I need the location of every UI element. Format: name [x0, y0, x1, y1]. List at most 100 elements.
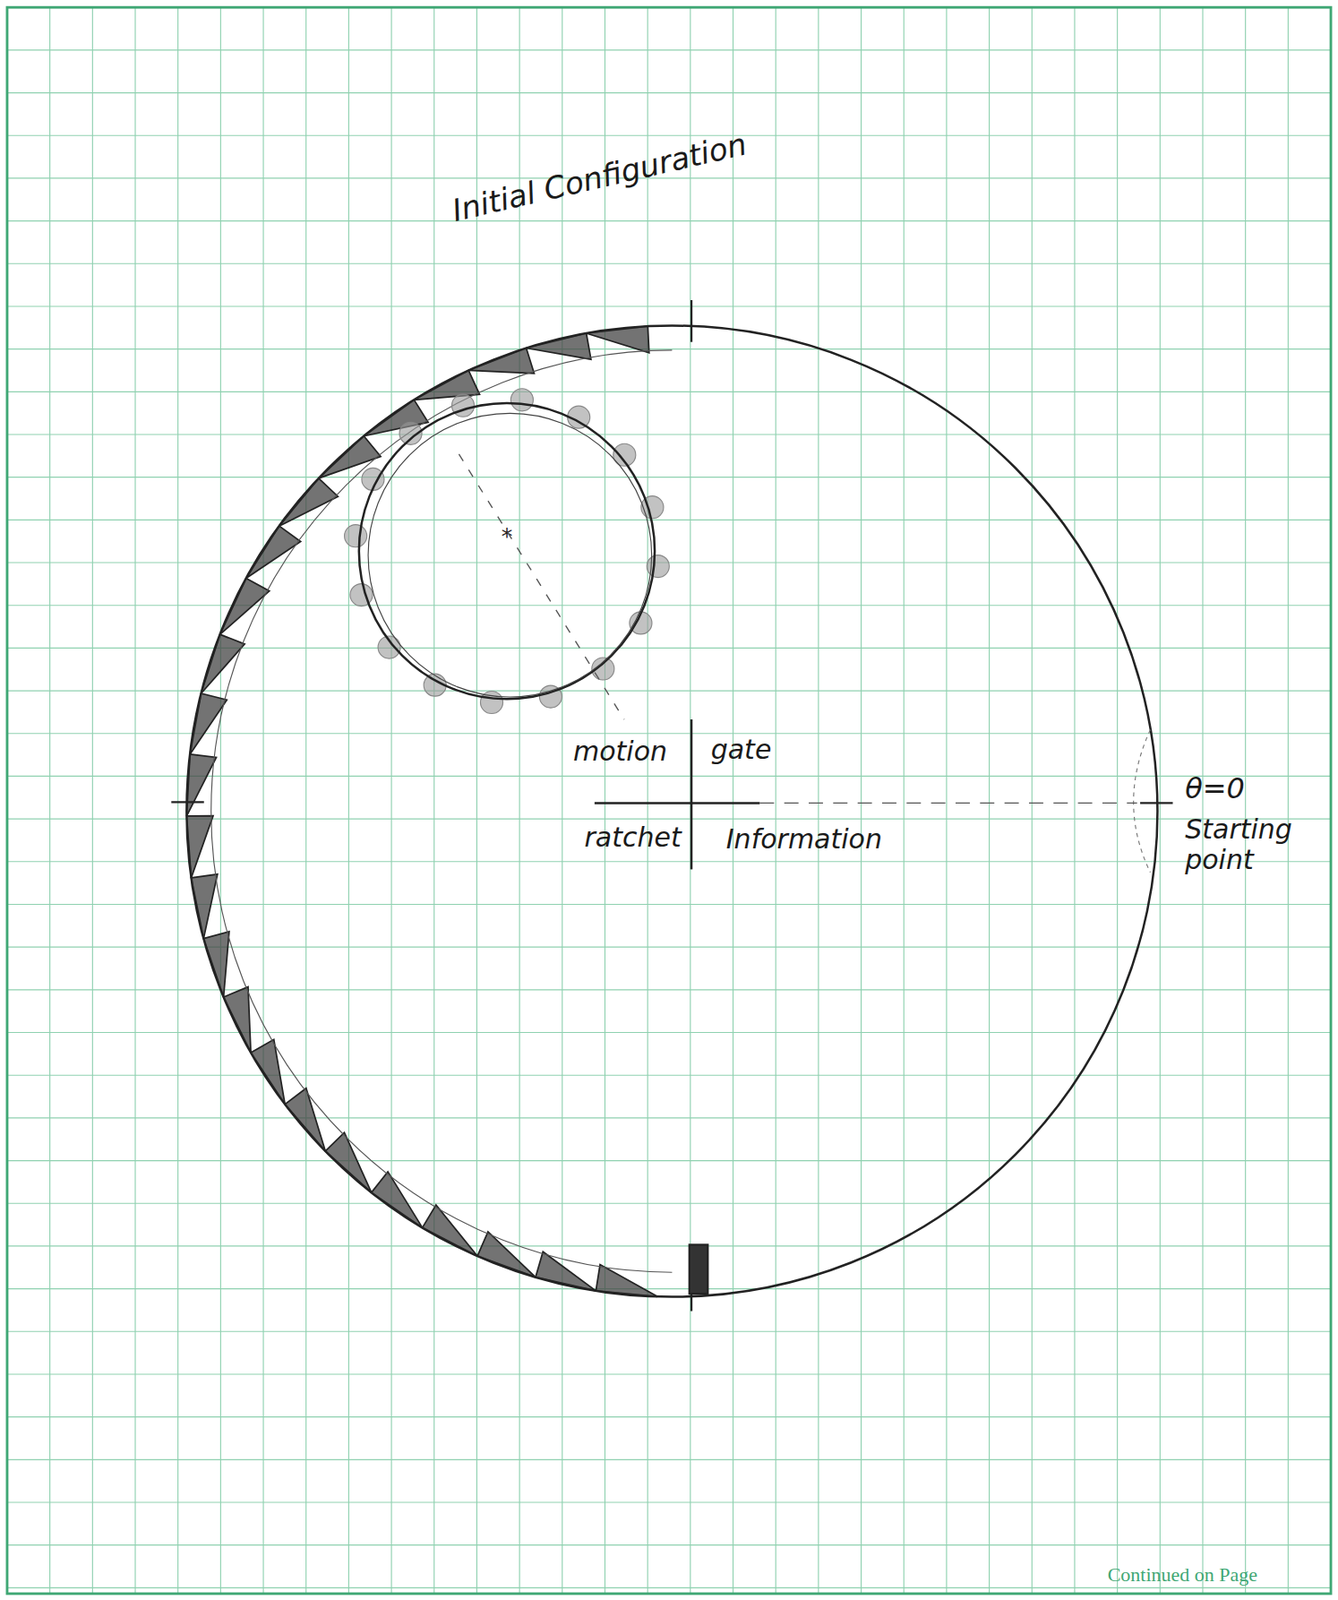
grid-line [391, 7, 393, 1594]
tick-mark [171, 800, 204, 803]
ratchet-tooth [191, 874, 218, 939]
quadrant-cross [594, 801, 760, 805]
stop-block [689, 1243, 708, 1294]
grid-line [775, 7, 777, 1594]
ratchet-tooth [186, 815, 214, 878]
angle-label: Starting point [1184, 814, 1303, 876]
grid-line [7, 433, 1331, 435]
grid-line [7, 135, 1331, 137]
page-border [7, 7, 1331, 1594]
grid-line [817, 7, 819, 1594]
ratchet-tooth [223, 986, 251, 1053]
grid-line [7, 604, 1331, 606]
angle-label: θ=0 [1184, 771, 1245, 806]
ratchet-tooth [468, 348, 534, 374]
ratchet-tooth [325, 1132, 371, 1193]
grid-line [262, 7, 264, 1594]
ratchet-tooth [477, 1231, 536, 1278]
graph-grid [7, 7, 1331, 1594]
grid-line [7, 519, 1331, 521]
grid-line [1159, 7, 1161, 1594]
grid-line [433, 7, 435, 1594]
grid-line [7, 220, 1331, 222]
grid-line [604, 7, 606, 1594]
grid-line [7, 1500, 1331, 1502]
ratchet-tooth [535, 1251, 596, 1291]
grid-line [903, 7, 905, 1594]
ratchet-tooth [526, 333, 592, 360]
grid-line [49, 7, 51, 1594]
grid-line [305, 7, 307, 1594]
gear-bump [344, 524, 368, 548]
grid-line [134, 7, 136, 1594]
ratchet-tooth [246, 525, 301, 578]
quadrant-label: gate [711, 734, 772, 766]
ratchet-tooth [371, 1171, 423, 1227]
grid-line [7, 1031, 1331, 1033]
grid-line [945, 7, 947, 1594]
outer-ring [186, 325, 1158, 1296]
grid-line [177, 7, 179, 1594]
grid-line [7, 988, 1331, 990]
page-footer: Continued on Page [1107, 1562, 1258, 1586]
tick-mark [690, 300, 693, 343]
ratchet-tooth [586, 325, 650, 353]
grid-line [7, 1202, 1331, 1204]
start-arc [1133, 729, 1151, 872]
tooth-guide [211, 350, 673, 1272]
ratchet-tooth [189, 693, 227, 755]
grid-line [1031, 7, 1033, 1594]
grid-line [1287, 7, 1289, 1594]
grid-line [7, 1074, 1331, 1076]
grid-line [7, 305, 1331, 307]
gear-wheel [368, 412, 652, 697]
quadrant-cross [690, 719, 694, 869]
ratchet-tooth [203, 931, 230, 997]
ratchet-tooth [279, 478, 339, 526]
grid-line [7, 263, 1331, 265]
grid-line [7, 1244, 1331, 1246]
grid-line [7, 348, 1331, 350]
grid-line [7, 732, 1331, 734]
grid-line [689, 7, 691, 1594]
grid-line [1116, 7, 1118, 1594]
grid-line [7, 92, 1331, 94]
ratchet-tooth [595, 1264, 658, 1297]
grid-line [7, 647, 1331, 649]
grid-line [7, 49, 1331, 51]
grid-line [7, 1543, 1331, 1545]
grid-line [1073, 7, 1075, 1594]
grid-line [220, 7, 222, 1594]
tick-mark [1140, 801, 1173, 804]
ratchet-tooth [284, 1088, 326, 1151]
grid-line [732, 7, 734, 1594]
grid-line [7, 690, 1331, 692]
grid-line [7, 1586, 1331, 1588]
dashed-reference [759, 802, 1137, 804]
gear-bump [510, 388, 533, 412]
quadrant-label: Information [726, 823, 883, 856]
grid-line [7, 1330, 1331, 1332]
grid-line [92, 7, 94, 1594]
grid-line [988, 7, 990, 1594]
grid-line [476, 7, 478, 1594]
grid-line [519, 7, 521, 1594]
grid-line [860, 7, 862, 1594]
dashed-radius [458, 454, 624, 720]
grid-line [7, 1372, 1331, 1374]
ratchet-tooth [250, 1038, 285, 1104]
ratchet-tooth [201, 634, 246, 694]
ratchet-tooth [220, 578, 270, 635]
grid-line [7, 1159, 1331, 1161]
quadrant-label: ratchet [583, 822, 681, 854]
grid-line [1244, 7, 1246, 1594]
ratchet-drawing: * [171, 300, 1173, 1311]
grid-line [7, 860, 1331, 862]
ratchet-tooth [413, 369, 480, 400]
quadrant-label: motion [573, 736, 668, 768]
grid-line [7, 1458, 1331, 1460]
grid-line [7, 1116, 1331, 1118]
grid-line [7, 1415, 1331, 1417]
grid-line [561, 7, 563, 1594]
